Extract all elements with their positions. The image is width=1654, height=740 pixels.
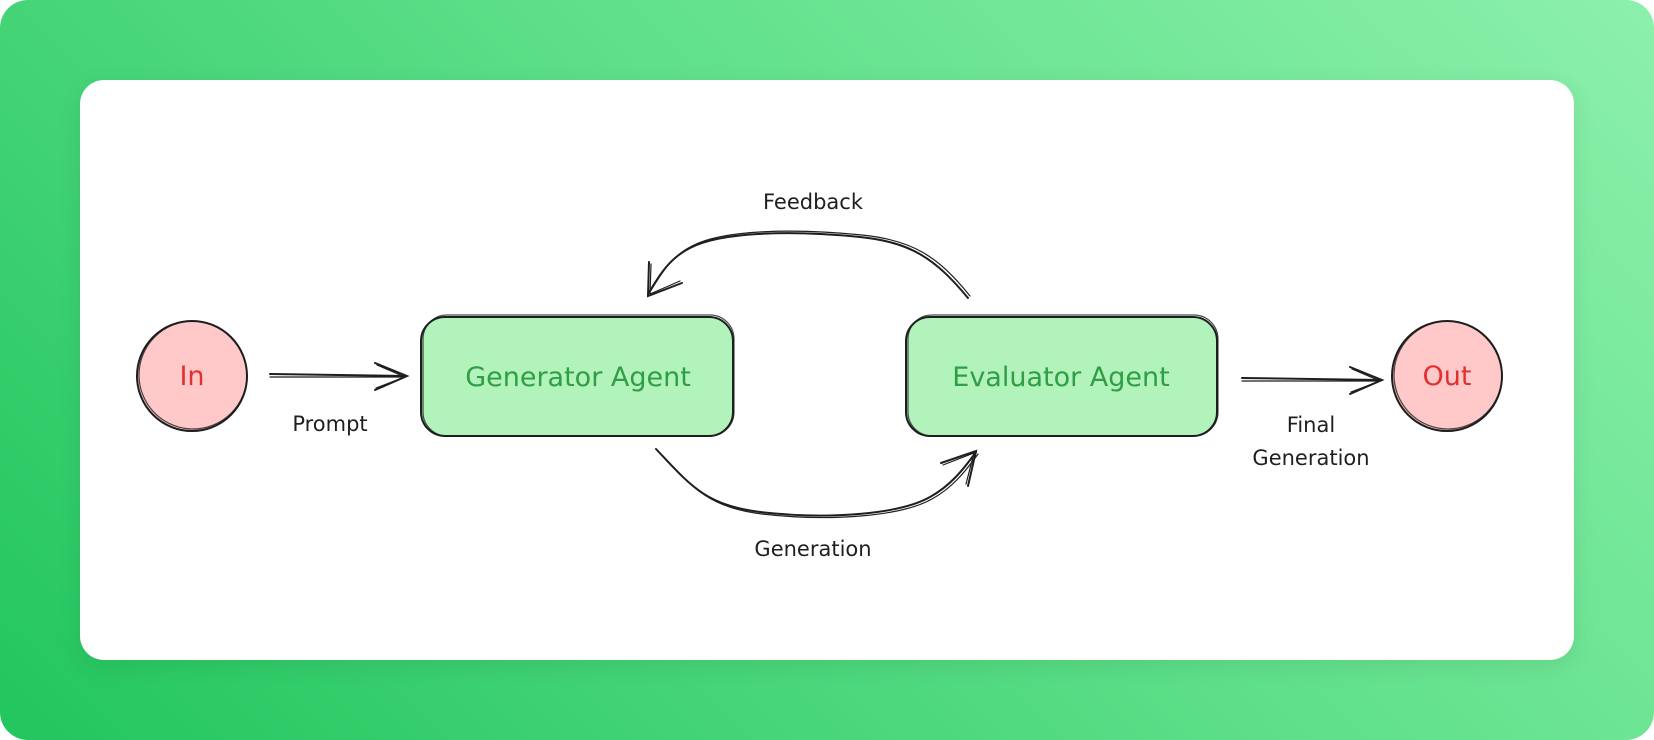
output-node: Out — [1391, 320, 1503, 432]
diagram-card — [80, 80, 1574, 660]
feedback-arrow — [646, 230, 971, 299]
prompt-label: Prompt — [292, 412, 367, 436]
prompt-arrow — [269, 362, 410, 391]
final-generation-label-line2: Generation — [1252, 446, 1369, 470]
generator-agent-label: Generator Agent — [465, 362, 691, 393]
evaluator-agent-node: Evaluator Agent — [905, 314, 1219, 437]
final-generation-arrow — [1241, 366, 1385, 395]
generation-label: Generation — [754, 537, 871, 561]
evaluator-agent-label: Evaluator Agent — [952, 362, 1169, 393]
output-node-label: Out — [1423, 361, 1472, 392]
generation-arrow — [655, 448, 979, 519]
input-node-label: In — [179, 361, 204, 392]
generator-agent-node: Generator Agent — [420, 314, 735, 437]
input-node: In — [136, 320, 248, 432]
feedback-label: Feedback — [763, 190, 864, 214]
final-generation-label-line1: Final — [1287, 413, 1335, 437]
